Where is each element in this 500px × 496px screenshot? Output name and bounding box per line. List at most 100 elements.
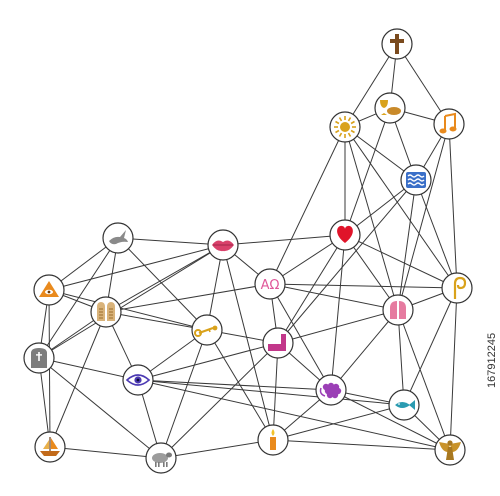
- node-layer: AΩ: [23, 28, 473, 474]
- dove-icon: [109, 230, 128, 245]
- edge-line: [448, 123, 458, 289]
- edge-line: [137, 342, 279, 381]
- alpha-omega-icon: AΩ: [261, 278, 280, 293]
- edge-line: [48, 289, 208, 331]
- node-eye: [122, 364, 154, 396]
- node-circle: [262, 327, 294, 359]
- node-praying-hands: [382, 294, 414, 326]
- node-boat: [34, 431, 66, 463]
- node-candle: [257, 424, 289, 456]
- edge-line: [105, 283, 271, 313]
- edge-line: [344, 126, 458, 289]
- node-alpha-omega: AΩ: [254, 268, 286, 300]
- node-angel: [434, 434, 466, 466]
- node-grapes: [315, 374, 347, 406]
- water-waves-icon: [406, 172, 426, 188]
- node-key: [191, 314, 223, 346]
- edge-line: [277, 309, 399, 344]
- node-crozier: [441, 272, 473, 304]
- kneeling-bench-icon: [268, 334, 286, 351]
- node-trinity-eye: [33, 274, 65, 306]
- grapes-icon: [319, 382, 342, 399]
- edge-line: [344, 107, 391, 236]
- edge-line: [117, 237, 208, 331]
- edge-line: [330, 309, 399, 391]
- node-sun: [329, 111, 361, 143]
- edge-line: [269, 283, 399, 311]
- edge-line: [396, 43, 450, 125]
- edge-line: [38, 237, 119, 359]
- node-heart: [329, 219, 361, 251]
- edge-line: [137, 379, 405, 406]
- edge-line: [269, 283, 458, 289]
- edge-line: [105, 311, 208, 331]
- heart-icon: [337, 225, 353, 243]
- edge-line: [403, 287, 458, 406]
- cross-icon: [390, 34, 404, 54]
- node-music: [433, 108, 465, 140]
- praying-hands-icon: [390, 301, 406, 319]
- edge-line: [397, 309, 405, 406]
- chalice-bread-icon: [380, 100, 401, 115]
- lamb-icon: [152, 452, 172, 467]
- edge-line: [272, 342, 279, 441]
- node-circle: [90, 296, 122, 328]
- edge-line: [397, 309, 451, 451]
- edge-line: [269, 126, 346, 285]
- edge-line: [272, 404, 405, 441]
- sun-icon: [334, 116, 356, 138]
- node-fish: [388, 389, 420, 421]
- node-chalice-bread: [374, 92, 406, 124]
- edge-line: [330, 389, 451, 451]
- edge-line: [38, 357, 162, 459]
- node-circle: [433, 108, 465, 140]
- edge-line: [160, 329, 208, 459]
- fish-icon: [395, 400, 415, 410]
- edge-line: [117, 237, 224, 246]
- edge-line: [449, 287, 458, 451]
- edge-line: [397, 179, 417, 311]
- edge-line: [38, 357, 139, 381]
- edge-line: [48, 244, 224, 291]
- node-circle: [382, 294, 414, 326]
- edge-line: [330, 234, 346, 391]
- commandment-tablets-icon: [97, 302, 115, 321]
- node-circle: [254, 268, 286, 300]
- crozier-icon: [453, 276, 467, 299]
- boat-icon: [40, 437, 60, 456]
- node-dove: [102, 222, 134, 254]
- edge-line: [277, 179, 417, 344]
- edge-line: [160, 439, 274, 459]
- edge-line: [38, 244, 224, 359]
- edge-line: [397, 123, 450, 311]
- node-lips: [207, 229, 239, 261]
- music-note-icon: [439, 112, 457, 134]
- edge-line: [160, 342, 279, 459]
- alpha-omega-label: AΩ: [261, 278, 280, 293]
- edge-line: [49, 446, 162, 459]
- edge-line: [277, 234, 346, 344]
- key-icon: [194, 325, 218, 337]
- trinity-eye-icon: [39, 281, 59, 297]
- node-water: [400, 164, 432, 196]
- edge-line: [137, 379, 451, 451]
- edge-line: [137, 379, 332, 391]
- node-lamb: [145, 442, 177, 474]
- edge-line: [222, 234, 346, 246]
- angel-icon: [439, 440, 461, 460]
- edge-line: [272, 439, 451, 451]
- stock-id-text: 167912245: [486, 332, 498, 388]
- node-kneeling: [262, 327, 294, 359]
- edge-line: [344, 126, 399, 311]
- edge-line: [105, 244, 224, 313]
- gravestone-icon: [31, 348, 47, 368]
- edge-line: [49, 311, 107, 448]
- node-tablets: [90, 296, 122, 328]
- edge-line: [344, 43, 398, 128]
- node-cross: [381, 28, 413, 60]
- edge-line: [415, 179, 458, 289]
- candle-icon: [270, 429, 276, 450]
- eye-icon: [125, 374, 151, 386]
- lips-icon: [212, 240, 234, 252]
